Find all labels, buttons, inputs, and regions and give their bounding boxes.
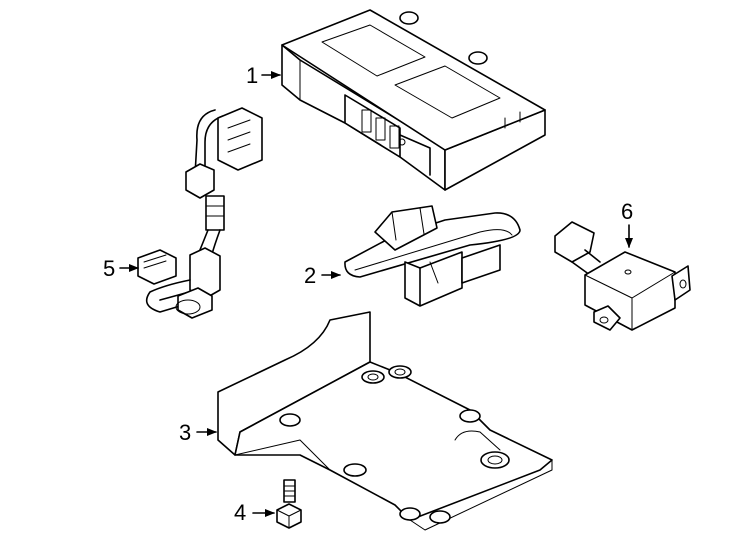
callout-4: 4 bbox=[234, 500, 246, 525]
callout-5: 5 bbox=[103, 256, 115, 281]
bolt-drawing bbox=[276, 479, 302, 529]
callout-3: 3 bbox=[179, 420, 191, 445]
sensor-module-drawing bbox=[554, 221, 691, 331]
callout-6: 6 bbox=[621, 199, 633, 224]
mounting-bracket-drawing bbox=[217, 311, 553, 531]
control-module-drawing bbox=[281, 9, 546, 191]
callout-2: 2 bbox=[304, 263, 316, 288]
callout-leaders bbox=[119, 71, 633, 517]
wiring-harness-drawing bbox=[137, 107, 263, 319]
sensor-assembly-drawing bbox=[344, 205, 521, 307]
callout-1: 1 bbox=[246, 63, 258, 88]
